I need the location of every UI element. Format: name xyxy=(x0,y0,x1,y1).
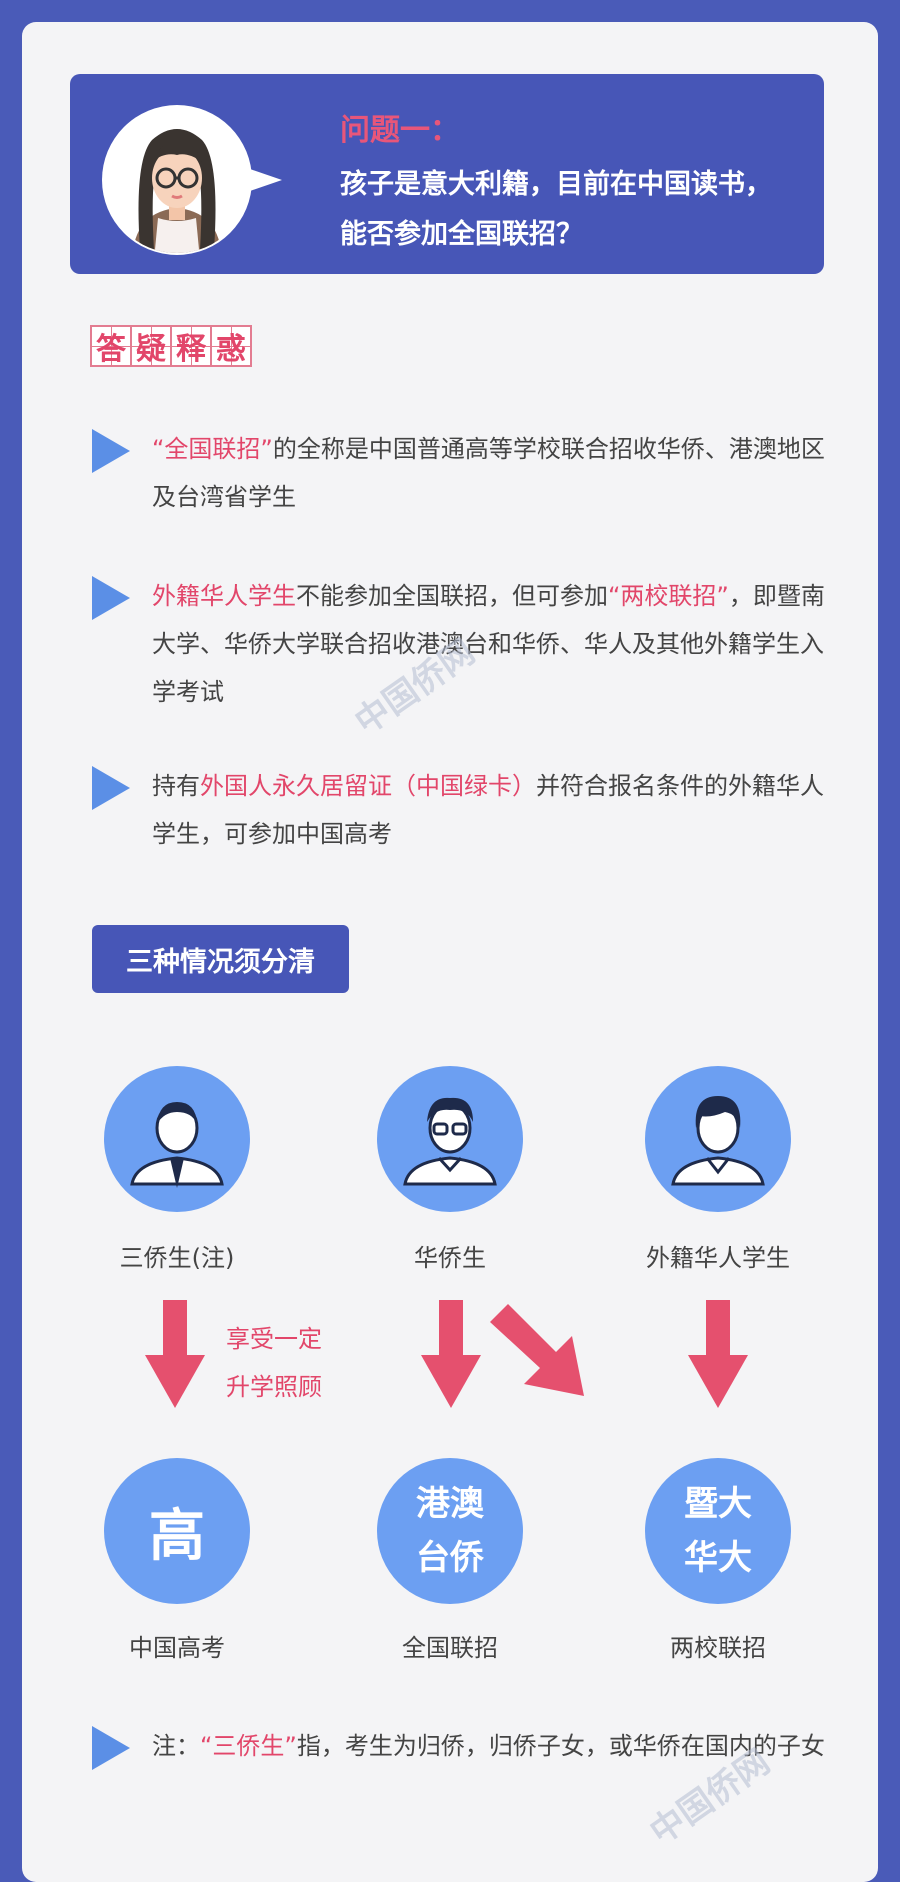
bullet-text: “全国联招”的全称是中国普通高等学校联合招收华侨、港澳地区及台湾省学生 xyxy=(152,435,825,511)
question-text: 孩子是意大利籍，目前在中国读书， 能否参加全国联招？ xyxy=(340,160,810,260)
side-note-line: 升学照顾 xyxy=(226,1373,322,1401)
bullet-text: 外籍华人学生不能参加全国联招，但可参加“两校联招”，即暨南大学、华侨大学联合招收… xyxy=(152,582,825,706)
triangle-bullet-icon xyxy=(92,429,130,473)
man-casual-icon xyxy=(645,1066,791,1212)
question-line-2: 能否参加全国联招？ xyxy=(340,219,583,250)
highlight-text: “三侨生” xyxy=(200,1732,297,1760)
triangle-bullet-icon xyxy=(92,766,130,810)
category-label: 华侨生 xyxy=(414,1244,486,1272)
man-with-glasses-icon xyxy=(377,1066,523,1212)
destination-label: 全国联招 xyxy=(402,1634,498,1662)
destination-text: 台侨 xyxy=(416,1538,484,1578)
destination-text: 港澳 xyxy=(416,1484,484,1524)
destination-label: 中国高考 xyxy=(129,1634,225,1662)
triangle-bullet-icon xyxy=(92,1726,130,1770)
stamp-char: 答 xyxy=(90,325,132,367)
question-title: 问题一： xyxy=(340,113,460,148)
destination-text: 华大 xyxy=(684,1538,752,1578)
destination-national-joint: 港澳 台侨 xyxy=(377,1458,523,1604)
arrow-diagonal-icon xyxy=(490,1304,584,1396)
arrow-down-icon xyxy=(688,1300,748,1408)
arrow-down-icon xyxy=(421,1300,481,1408)
man-with-tie-icon xyxy=(104,1066,250,1212)
answer-stamp-heading: 答 疑 释 惑 xyxy=(90,325,252,371)
woman-avatar-icon xyxy=(92,100,292,260)
stamp-char: 惑 xyxy=(210,325,252,367)
category-label: 三侨生(注) xyxy=(119,1244,235,1272)
bullet-text: 持有外国人永久居留证（中国绿卡）并符合报名条件的外籍华人学生，可参加中国高考 xyxy=(152,772,824,848)
question-line-1: 孩子是意大利籍，目前在中国读书， xyxy=(340,169,772,200)
destination-text: 高 xyxy=(149,1502,205,1569)
stamp-char: 疑 xyxy=(130,325,172,367)
side-note-line: 享受一定 xyxy=(226,1325,322,1353)
destination-label: 两校联招 xyxy=(670,1634,766,1662)
highlight-text: 外国人永久居留证（中国绿卡） xyxy=(200,772,536,800)
highlight-text: 外籍华人学生 xyxy=(152,582,296,610)
triangle-bullet-icon xyxy=(92,576,130,620)
stamp-char: 释 xyxy=(170,325,212,367)
highlight-text: “两校联招” xyxy=(608,582,729,610)
highlight-text: “全国联招” xyxy=(152,435,273,463)
destination-text: 暨大 xyxy=(684,1484,752,1524)
destination-gaokao: 高 xyxy=(104,1458,250,1604)
category-label: 外籍华人学生 xyxy=(646,1244,790,1272)
side-note: 享受一定 升学照顾 xyxy=(226,1315,322,1411)
destination-two-school: 暨大 华大 xyxy=(645,1458,791,1604)
note-text: 注：“三侨生”指，考生为归侨，归侨子女，或华侨在国内的子女 xyxy=(152,1732,825,1760)
arrow-down-icon xyxy=(145,1300,205,1408)
section-title: 三种情况须分清 xyxy=(92,925,349,993)
